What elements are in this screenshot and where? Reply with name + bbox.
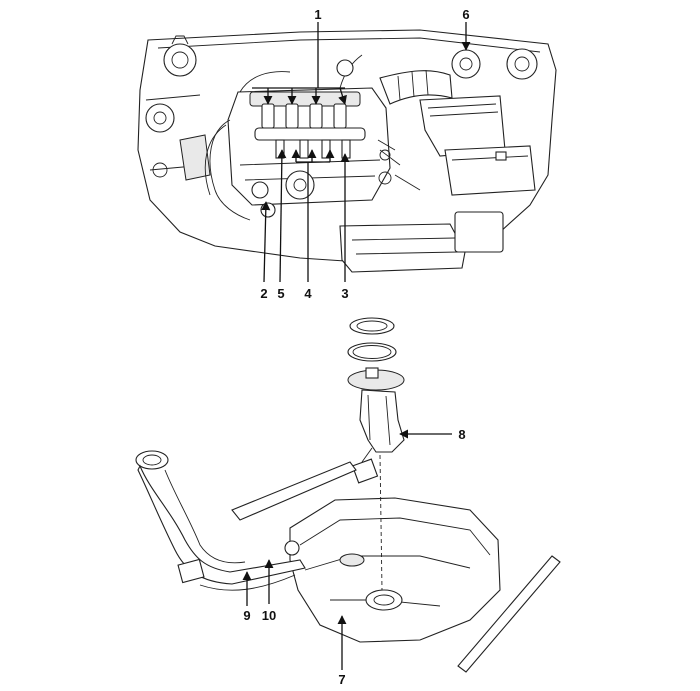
callout-10: 10	[262, 608, 276, 623]
leader-lines	[242, 22, 471, 670]
callout-5: 5	[277, 286, 284, 301]
callout-1: 1	[314, 7, 321, 22]
fuel-tank-strap-illustration	[457, 555, 561, 673]
callout-3: 3	[341, 286, 348, 301]
engine-compartment-illustration	[137, 29, 557, 273]
fuel-filler-neck-illustration	[135, 450, 306, 591]
callout-7: 7	[338, 672, 345, 687]
callout-6: 6	[462, 7, 469, 22]
callout-4: 4	[304, 286, 312, 301]
callout-labels: 1 2 3 4 5 6 7 8 9 10	[243, 7, 469, 687]
fuel-tank-illustration	[289, 454, 501, 643]
callout-9: 9	[243, 608, 250, 623]
callout-2: 2	[260, 286, 267, 301]
tank-shield-strip-illustration	[231, 461, 357, 521]
callout-8: 8	[458, 427, 465, 442]
fuel-pump-assembly-illustration	[347, 317, 405, 484]
